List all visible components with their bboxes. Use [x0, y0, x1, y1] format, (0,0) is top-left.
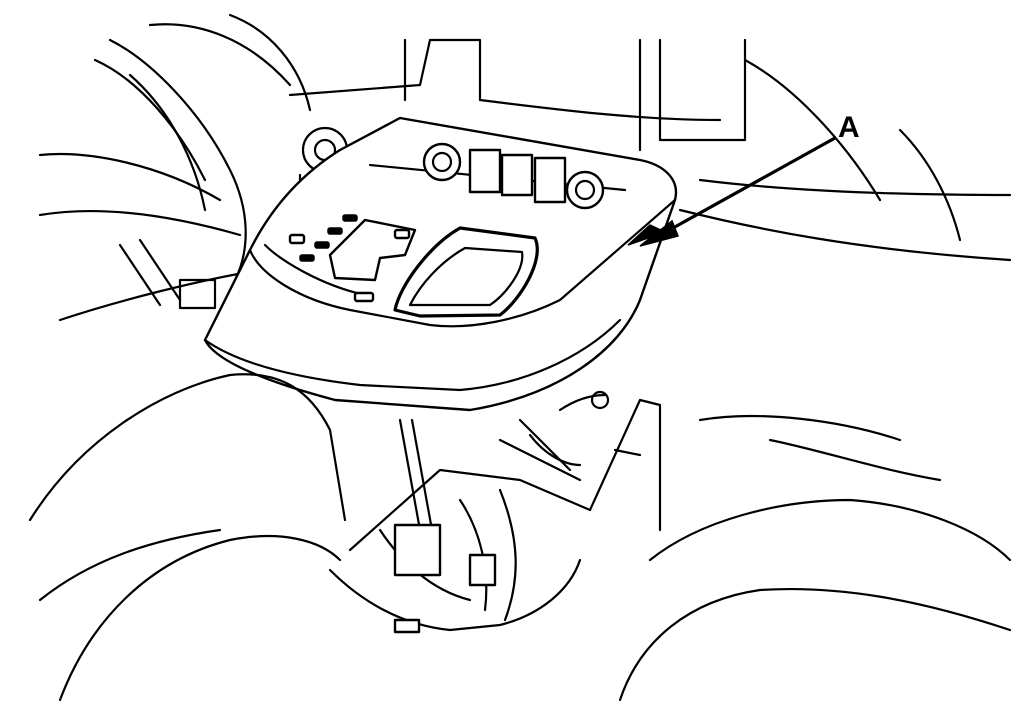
seats [28, 373, 1012, 702]
callout-a: A [639, 111, 860, 247]
dashboard-top [288, 38, 1012, 262]
shifter-mechanism [328, 390, 662, 634]
callout-a-label: A [838, 111, 860, 144]
callout-a-leader-line [653, 136, 837, 240]
console-trim-panel [203, 116, 678, 412]
callout-a-arrowhead [639, 219, 680, 247]
